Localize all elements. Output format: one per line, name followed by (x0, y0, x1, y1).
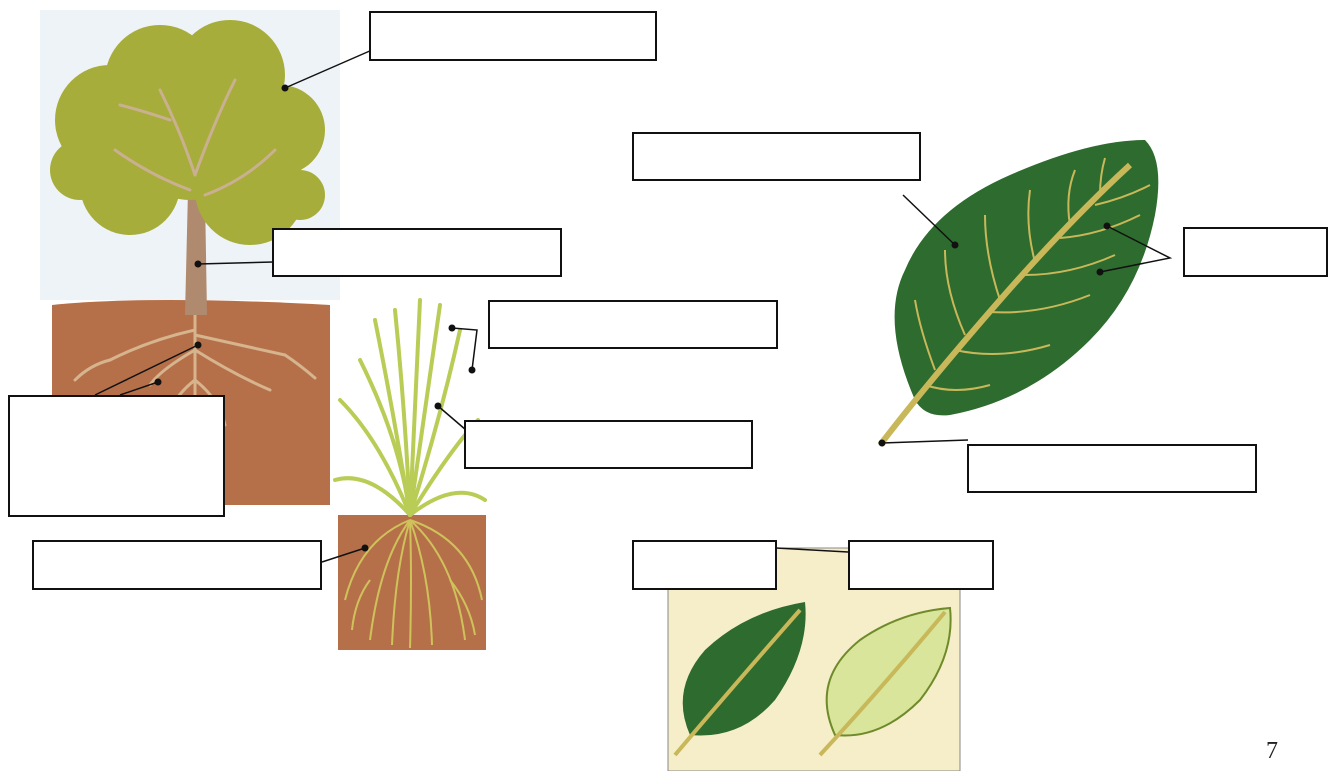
page-number: 7 (1266, 738, 1278, 765)
label-box-leaf-veins[interactable] (1183, 227, 1328, 277)
label-box-dark-leaf[interactable] (632, 540, 777, 590)
label-box-tree-roots[interactable] (8, 395, 225, 517)
grass-blades (335, 300, 485, 515)
label-box-grass-roots[interactable] (32, 540, 322, 590)
label-box-leaf-title[interactable] (632, 132, 921, 181)
label-box-tree-trunk[interactable] (272, 228, 562, 277)
label-box-grass-stem[interactable] (464, 420, 753, 469)
label-box-light-leaf[interactable] (848, 540, 994, 590)
large-leaf (880, 140, 1158, 445)
label-box-leaf-stalk[interactable] (967, 444, 1257, 493)
label-box-grass-leaves[interactable] (488, 300, 778, 349)
label-box-tree-crown[interactable] (369, 11, 657, 61)
